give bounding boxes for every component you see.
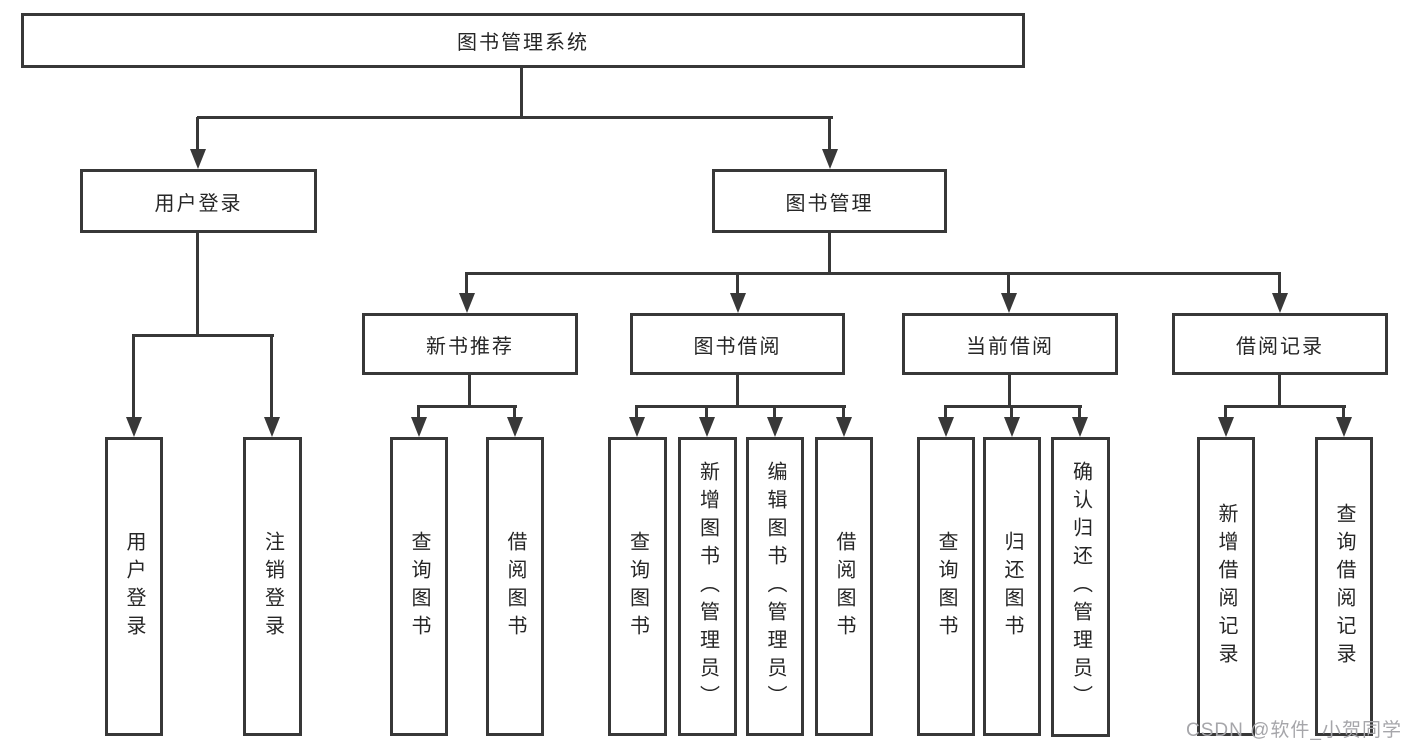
node-new-book-recommend: 新书推荐: [362, 313, 578, 375]
node-label: 借阅图书: [833, 530, 855, 643]
node-label: 查询图书: [935, 530, 957, 643]
leaf-recommend-borrow-book: 借阅图书: [486, 437, 544, 736]
connector-line: [1342, 406, 1345, 419]
arrowhead-down-icon: [459, 293, 475, 313]
connector-line: [468, 375, 471, 408]
connector-line: [465, 272, 1281, 275]
arrowhead-down-icon: [730, 293, 746, 313]
arrowhead-down-icon: [1272, 293, 1288, 313]
connector-line: [196, 233, 199, 337]
node-label: 图书管理系统: [457, 32, 589, 54]
node-book-management: 图书管理: [712, 169, 947, 233]
leaf-records-add-record: 新增借阅记录: [1197, 437, 1255, 736]
node-borrow-records: 借阅记录: [1172, 313, 1388, 375]
arrowhead-down-icon: [822, 149, 838, 169]
node-label: 用户登录: [154, 192, 243, 215]
connector-line: [944, 405, 1082, 408]
node-label: 新增借阅记录: [1215, 502, 1237, 671]
connector-line: [828, 233, 831, 275]
connector-line: [828, 117, 831, 151]
arrowhead-down-icon: [1336, 417, 1352, 437]
node-label: 确认归还（管理员）: [1069, 461, 1092, 713]
node-label: 查询借阅记录: [1333, 502, 1355, 671]
node-label: 查询图书: [626, 530, 649, 643]
node-label: 编辑图书（管理员）: [764, 460, 786, 713]
arrowhead-down-icon: [1072, 417, 1088, 437]
connector-line: [1224, 405, 1346, 408]
connector-line: [270, 335, 273, 419]
arrowhead-down-icon: [836, 417, 852, 437]
connector-line: [132, 335, 135, 419]
connector-line: [513, 406, 516, 419]
node-current-borrow: 当前借阅: [902, 313, 1118, 375]
node-book-borrow: 图书借阅: [630, 313, 845, 375]
connector-line: [944, 406, 947, 419]
leaf-current-query-book: 查询图书: [917, 437, 975, 736]
connector-line: [635, 406, 638, 419]
node-label: 注销登录: [261, 530, 284, 643]
arrowhead-down-icon: [629, 417, 645, 437]
connector-line: [417, 406, 420, 419]
leaf-records-query-record: 查询借阅记录: [1315, 437, 1373, 736]
node-label: 借阅图书: [504, 530, 526, 643]
connector-line: [705, 406, 708, 419]
arrowhead-down-icon: [1218, 417, 1234, 437]
connector-line: [1078, 406, 1081, 419]
node-label: 新书推荐: [426, 335, 514, 358]
node-user-login: 用户登录: [80, 169, 317, 233]
connector-line: [1224, 406, 1227, 419]
connector-line: [736, 273, 739, 295]
arrowhead-down-icon: [699, 417, 715, 437]
connector-line: [520, 68, 523, 119]
csdn-watermark: CSDN @软件_小贺同学: [1186, 720, 1402, 741]
connector-line: [736, 375, 739, 408]
node-label: 图书借阅: [693, 335, 782, 358]
connector-line: [1278, 273, 1281, 295]
arrowhead-down-icon: [126, 417, 142, 437]
arrowhead-down-icon: [411, 417, 427, 437]
leaf-user-login: 用户登录: [105, 437, 163, 736]
leaf-user-logout: 注销登录: [243, 437, 302, 736]
leaf-borrow-borrow-book: 借阅图书: [815, 437, 873, 736]
arrowhead-down-icon: [1004, 417, 1020, 437]
leaf-borrow-add-book-admin: 新增图书（管理员）: [678, 437, 737, 736]
connector-line: [197, 116, 833, 119]
arrowhead-down-icon: [767, 417, 783, 437]
arrowhead-down-icon: [507, 417, 523, 437]
leaf-borrow-query-book: 查询图书: [608, 437, 667, 736]
leaf-current-confirm-return-admin: 确认归还（管理员）: [1051, 437, 1110, 737]
connector-line: [417, 405, 517, 408]
connector-line: [842, 406, 845, 419]
connector-line: [196, 117, 199, 151]
leaf-current-return-book: 归还图书: [983, 437, 1041, 736]
node-label: 当前借阅: [966, 335, 1054, 358]
node-label: 归还图书: [1001, 530, 1023, 643]
connector-line: [1278, 375, 1281, 408]
node-label: 图书管理: [785, 192, 874, 215]
connector-line: [773, 406, 776, 419]
connector-line: [465, 273, 468, 295]
connector-line: [635, 405, 846, 408]
connector-line: [132, 334, 274, 337]
node-label: 借阅记录: [1236, 335, 1324, 358]
connector-line: [1007, 273, 1010, 295]
arrowhead-down-icon: [190, 149, 206, 169]
arrowhead-down-icon: [1001, 293, 1017, 313]
leaf-borrow-edit-book-admin: 编辑图书（管理员）: [746, 437, 804, 736]
arrowhead-down-icon: [264, 417, 280, 437]
node-label: 新增图书（管理员）: [696, 460, 719, 713]
connector-line: [1010, 406, 1013, 419]
connector-line: [1008, 374, 1011, 408]
node-root-library-system: 图书管理系统: [21, 13, 1025, 68]
arrowhead-down-icon: [938, 417, 954, 437]
node-label: 用户登录: [123, 530, 145, 643]
node-label: 查询图书: [408, 530, 430, 643]
leaf-recommend-query-book: 查询图书: [390, 437, 448, 736]
